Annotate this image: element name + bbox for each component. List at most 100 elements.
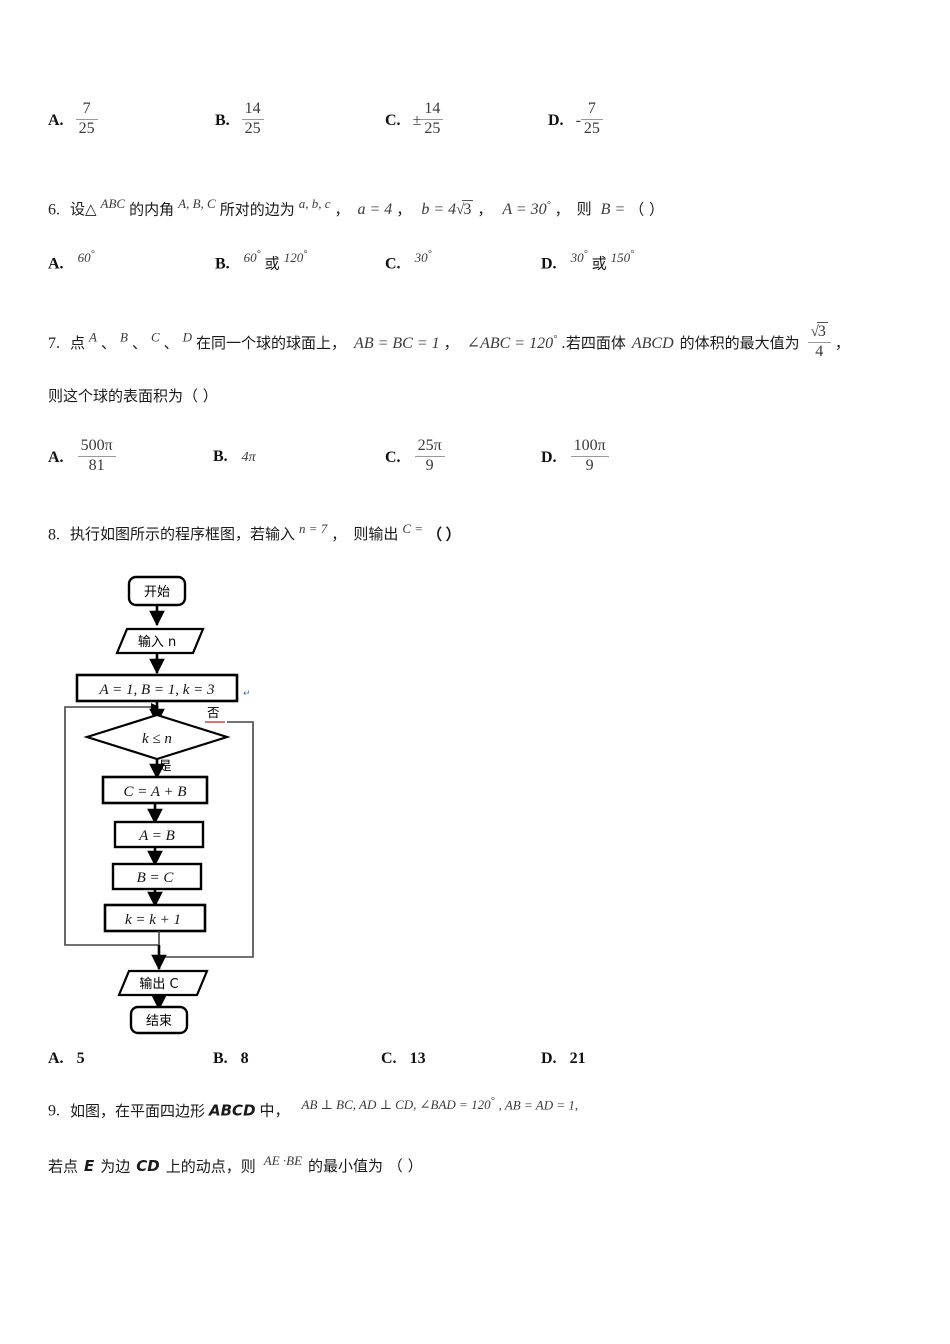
flow-node-b-assign: B = C bbox=[111, 862, 203, 891]
q5-option-a-den: 25 bbox=[78, 119, 95, 137]
q8-option-c-value: 13 bbox=[409, 1050, 426, 1067]
q7-sep-1: 、 bbox=[100, 333, 116, 352]
q6-b-radicand: 3 bbox=[462, 200, 474, 219]
q7-comma-1: ， bbox=[443, 333, 459, 352]
q9-segment-cd: CD bbox=[136, 1157, 160, 1176]
flow-node-input: 输入 n bbox=[115, 627, 205, 655]
q5-option-a-letter: A. bbox=[48, 111, 64, 129]
q6-answer-paren: （ ） bbox=[629, 200, 665, 219]
q6-option-a-letter: A. bbox=[48, 255, 64, 273]
q6-option-b-conj: 或 bbox=[264, 254, 280, 273]
q7-sep-2: 、 bbox=[131, 333, 147, 352]
q6-number: 6. bbox=[48, 201, 60, 219]
q5-option-d-sign: - bbox=[575, 111, 581, 129]
q8-stem-text-1: 执行如图所示的程序框图，若输入 bbox=[70, 525, 296, 544]
flow-input-label: 输入 n bbox=[138, 634, 176, 650]
q9-quad-name: ABCD bbox=[209, 1101, 256, 1120]
q7-point-b: B bbox=[119, 329, 128, 345]
q6-stem-text-2: 的内角 bbox=[129, 200, 175, 219]
q6-a-value: a = 4 bbox=[357, 201, 393, 219]
q7-sep-3: 、 bbox=[163, 333, 179, 352]
q6-option-b-value2: 120 bbox=[284, 250, 308, 265]
q6-b-value: b = 4√3 bbox=[421, 200, 474, 219]
q7-stem-text-1: 点 bbox=[70, 333, 86, 352]
q6-stem: 6. 设△ ABC 的内角 A, B, C 所对的边为 a, b, c ， a … bbox=[48, 196, 664, 219]
q7-option-d-num: 100π bbox=[570, 437, 609, 457]
q6-option-d-conj: 或 bbox=[591, 254, 607, 273]
q7-point-a: A bbox=[89, 329, 97, 345]
q7-option-b-value: 4π bbox=[241, 450, 256, 465]
q7-option-b[interactable]: B. 4π bbox=[213, 448, 256, 466]
q7-option-a-num: 500π bbox=[77, 437, 116, 457]
q9-line2-text-1: 若点 bbox=[48, 1157, 79, 1176]
flow-branch-no-label: 否 bbox=[207, 705, 220, 720]
q5-option-b-letter: B. bbox=[215, 111, 230, 129]
q9-conditions: AB ⊥ BC, AD ⊥ CD, ∠BAD = 120 bbox=[302, 1097, 495, 1112]
q8-option-c[interactable]: C. 13 bbox=[381, 1050, 426, 1068]
q7-option-d-den: 9 bbox=[585, 456, 594, 474]
q6-option-c[interactable]: C. 30 bbox=[385, 249, 432, 274]
q5-option-c-sign: ± bbox=[412, 111, 422, 129]
q9-stem-text-2: 中， bbox=[259, 1101, 290, 1120]
q8-option-b[interactable]: B. 8 bbox=[213, 1050, 249, 1068]
q7-volume-radicand: 3 bbox=[816, 322, 828, 340]
q6-b-prefix: b = 4 bbox=[421, 201, 457, 219]
q8-option-a[interactable]: A. 5 bbox=[48, 1050, 85, 1068]
q7-option-a-den: 81 bbox=[88, 456, 105, 474]
q9-conditions-tail: , AB = AD = 1, bbox=[498, 1097, 579, 1113]
flow-node-output: 输出 C bbox=[117, 969, 209, 997]
q9-stem-line-2: 若点 E 为边 CD 上的动点，则 AE ·BE 的最小值为 （ ） bbox=[48, 1153, 423, 1176]
flow-output-label: 输出 C bbox=[139, 976, 178, 992]
q6-option-d-value: 30 bbox=[571, 250, 588, 265]
flow-node-c-assign: C = A + B bbox=[101, 775, 209, 805]
q9-line2-text-3: 上的动点，则 bbox=[165, 1157, 256, 1176]
q6-option-d[interactable]: D. 30 或 150 bbox=[541, 249, 634, 274]
q6-A-value: A = 30 bbox=[502, 201, 550, 218]
q6-option-b[interactable]: B. 60 或 120 bbox=[215, 249, 307, 274]
q9-point-e: E bbox=[84, 1157, 95, 1176]
q8-option-c-letter: C. bbox=[381, 1050, 397, 1067]
q7-number: 7. bbox=[48, 334, 60, 352]
flow-step-c-label: C = A + B bbox=[123, 784, 186, 800]
q7-tetrahedron: ABCD bbox=[631, 334, 674, 352]
q9-line2-text-4: 的最小值为 （ ） bbox=[308, 1157, 423, 1176]
q7-ab-bc: AB = BC = 1 bbox=[354, 334, 440, 352]
q9-stem-line-1: 9. 如图，在平面四边形 ABCD 中， AB ⊥ BC, AD ⊥ CD, ∠… bbox=[48, 1096, 578, 1121]
q7-option-c-den: 9 bbox=[425, 456, 434, 474]
q6-sides: a, b, c bbox=[298, 196, 331, 211]
q5-option-b-num: 14 bbox=[241, 100, 264, 120]
q5-option-d-num: 7 bbox=[580, 100, 603, 120]
q7-comma-2: ， bbox=[834, 333, 850, 352]
flow-node-end: 结束 bbox=[129, 1005, 189, 1035]
q6-option-a-value: 60 bbox=[78, 250, 95, 265]
q7-point-c: C bbox=[150, 329, 160, 345]
program-flowchart: 开始 输入 n A = 1, B = 1, k = 3 ↵ k ≤ n bbox=[55, 565, 315, 1035]
q9-number: 9. bbox=[48, 1102, 60, 1120]
flow-node-start: 开始 bbox=[127, 575, 187, 607]
q6-comma-4: ， bbox=[554, 200, 570, 219]
q8-option-b-value: 8 bbox=[240, 1050, 249, 1067]
q8-stem-text-2: 则输出 bbox=[353, 525, 399, 544]
q5-option-d-letter: D. bbox=[548, 111, 564, 129]
flow-init-label: A = 1, B = 1, k = 3 bbox=[98, 682, 214, 698]
q6-stem-text-3: 所对的边为 bbox=[219, 200, 295, 219]
q8-option-d[interactable]: D. 21 bbox=[541, 1050, 586, 1068]
flow-node-init: A = 1, B = 1, k = 3 ↵ bbox=[75, 673, 251, 703]
q9-stem-text-1: 如图，在平面四边形 bbox=[70, 1101, 206, 1120]
q6-comma-1: ， bbox=[334, 200, 350, 219]
q6-option-a[interactable]: A. 60 bbox=[48, 249, 95, 274]
q7-stem-line-1: 7. 点 A 、 B 、 C 、 D 在同一个球的球面上， AB = BC = … bbox=[48, 322, 850, 363]
